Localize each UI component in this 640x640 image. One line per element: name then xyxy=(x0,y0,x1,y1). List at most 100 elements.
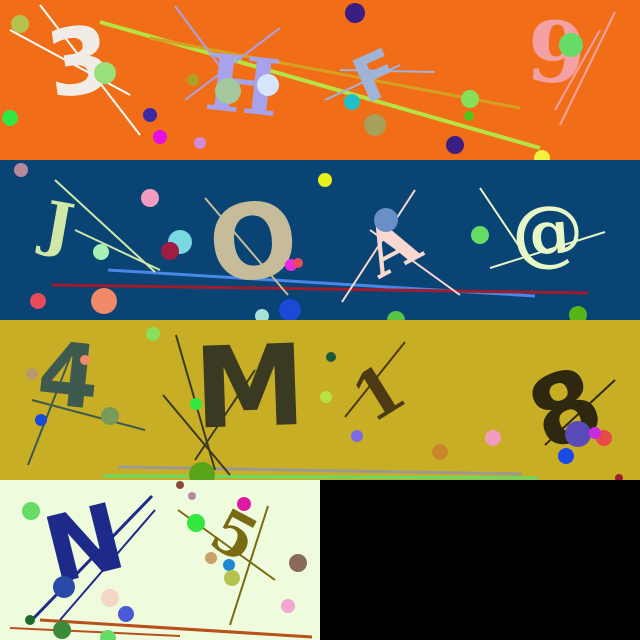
noise-dot xyxy=(141,189,159,207)
noise-dot xyxy=(2,110,18,126)
captcha-band-3: 4 M 1 8 xyxy=(0,320,640,480)
noise-dot xyxy=(189,462,215,480)
noise-dot xyxy=(558,448,574,464)
noise-dot xyxy=(118,606,134,622)
noise-line xyxy=(31,399,146,431)
noise-dot xyxy=(11,15,29,33)
noise-dot xyxy=(26,368,38,380)
noise-dot xyxy=(471,226,489,244)
noise-line xyxy=(74,229,161,271)
noise-line xyxy=(204,197,289,296)
noise-dot xyxy=(589,427,601,439)
empty-area xyxy=(320,480,640,640)
noise-dot xyxy=(53,621,71,639)
noise-dot xyxy=(187,74,199,86)
captcha-character: M xyxy=(192,321,308,455)
noise-dot xyxy=(100,630,116,640)
noise-line xyxy=(102,474,539,480)
noise-dot xyxy=(293,258,303,268)
noise-line xyxy=(54,179,156,273)
noise-dot xyxy=(326,352,336,362)
noise-dot xyxy=(320,391,332,403)
captcha-character: @ xyxy=(509,187,587,277)
noise-line xyxy=(9,627,181,637)
noise-line xyxy=(184,27,281,101)
band-2-canvas: J O A @ xyxy=(0,160,640,320)
noise-dot xyxy=(94,62,116,84)
noise-dot xyxy=(279,299,301,320)
noise-line xyxy=(162,394,231,476)
noise-line xyxy=(544,379,616,446)
noise-dot xyxy=(318,173,332,187)
noise-dot xyxy=(101,589,119,607)
noise-dot xyxy=(146,327,160,341)
noise-line xyxy=(559,11,616,126)
noise-dot xyxy=(30,293,46,309)
noise-dot xyxy=(161,242,179,260)
noise-line xyxy=(39,4,141,136)
noise-dot xyxy=(351,430,363,442)
noise-dot xyxy=(22,502,40,520)
noise-dot xyxy=(615,474,623,480)
noise-dot xyxy=(387,311,405,320)
band-1-canvas: 3 H F 9 xyxy=(0,0,640,160)
noise-line xyxy=(369,229,461,296)
noise-dot xyxy=(14,163,28,177)
noise-line xyxy=(194,369,256,461)
noise-dot xyxy=(35,414,47,426)
noise-line xyxy=(339,69,436,73)
noise-dot xyxy=(153,130,167,144)
noise-line xyxy=(59,509,156,621)
noise-dot xyxy=(559,33,583,57)
noise-dot xyxy=(237,497,251,511)
noise-dot xyxy=(205,552,217,564)
noise-line xyxy=(9,29,131,96)
noise-dot xyxy=(187,514,205,532)
noise-line xyxy=(554,29,601,111)
noise-dot xyxy=(344,94,360,110)
noise-dot xyxy=(281,599,295,613)
noise-line xyxy=(39,618,313,639)
noise-dot xyxy=(176,481,184,489)
noise-dot xyxy=(446,136,464,154)
noise-dot xyxy=(188,492,196,500)
noise-dot xyxy=(534,150,550,160)
noise-line xyxy=(51,283,589,295)
noise-line xyxy=(341,189,416,303)
noise-dot xyxy=(569,306,587,320)
captcha-character: 3 xyxy=(40,5,118,120)
band-4-canvas: N 5 xyxy=(0,480,320,640)
noise-dot xyxy=(432,444,448,460)
noise-dot xyxy=(215,78,241,104)
band-3-canvas: 4 M 1 8 xyxy=(0,320,640,480)
noise-line xyxy=(479,187,526,256)
noise-dot xyxy=(374,208,398,232)
captcha-band-4: N 5 xyxy=(0,480,320,640)
band-3-background xyxy=(0,320,640,480)
captcha-character: 4 xyxy=(33,321,105,430)
captcha-band-1: 3 H F 9 xyxy=(0,0,640,160)
noise-dot xyxy=(464,111,474,121)
noise-line xyxy=(28,494,154,624)
noise-dot xyxy=(461,90,479,108)
noise-dot xyxy=(223,559,235,571)
noise-line xyxy=(149,36,521,110)
noise-line xyxy=(489,231,606,269)
noise-dot xyxy=(565,421,591,447)
noise-dot xyxy=(91,288,117,314)
noise-dot xyxy=(345,3,365,23)
band-4-background xyxy=(0,480,320,640)
noise-line xyxy=(229,505,269,626)
noise-line xyxy=(117,465,523,476)
noise-dot xyxy=(25,615,35,625)
noise-dot xyxy=(143,108,157,122)
noise-dot xyxy=(255,309,269,320)
captcha-character: O xyxy=(203,177,304,308)
noise-dot xyxy=(53,576,75,598)
noise-dot xyxy=(289,554,307,572)
noise-dot xyxy=(101,407,119,425)
noise-dot xyxy=(364,114,386,136)
noise-dot xyxy=(224,570,240,586)
noise-line xyxy=(174,5,231,81)
noise-dot xyxy=(80,355,90,365)
